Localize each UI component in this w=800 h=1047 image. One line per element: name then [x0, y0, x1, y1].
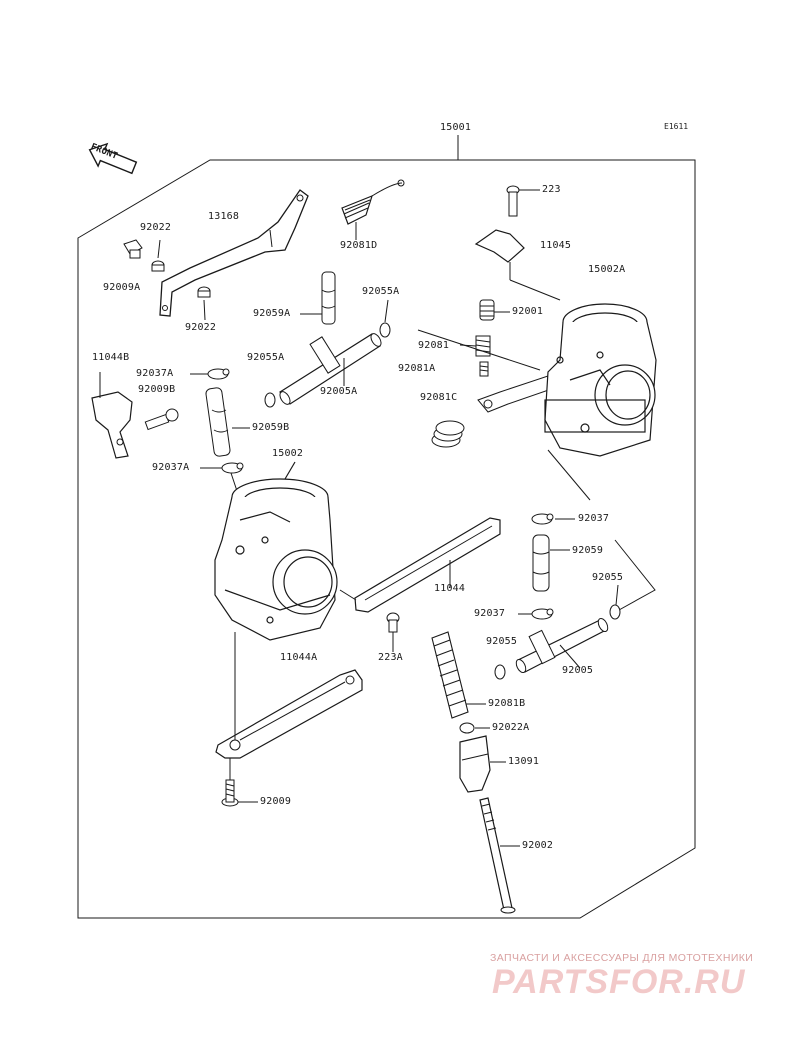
plate-11044A	[215, 632, 363, 759]
fitting-92005	[515, 617, 609, 674]
screw-92009A	[123, 239, 143, 259]
label-92055-right: 92055	[592, 572, 624, 583]
label-11045: 11045	[540, 240, 572, 251]
oring-92055A-top	[379, 322, 391, 338]
label-92002: 92002	[522, 840, 554, 851]
tube-92059A	[300, 271, 336, 325]
tube-92059	[532, 534, 570, 592]
rod-92002	[479, 797, 520, 914]
tube-92059B	[205, 387, 250, 457]
screw-92009B	[144, 408, 179, 431]
label-92005A: 92005A	[320, 386, 358, 397]
label-92059: 92059	[572, 545, 604, 556]
spring-92081A	[479, 361, 489, 377]
label-92009A: 92009A	[103, 282, 141, 293]
label-92022-top: 92022	[140, 222, 172, 233]
label-92037-top: 92037	[578, 513, 610, 524]
collar-92022-bot	[197, 286, 211, 298]
oring-92055A	[264, 392, 276, 408]
label-92009: 92009	[260, 796, 292, 807]
label-92009B: 92009B	[138, 384, 176, 395]
oring-92055-left	[494, 664, 506, 680]
screw-223A	[386, 612, 400, 652]
label-92055-left: 92055	[486, 636, 518, 647]
label-223: 223	[542, 184, 561, 195]
label-11044: 11044	[434, 583, 466, 594]
label-92081C: 92081C	[420, 392, 458, 403]
plate-11044	[339, 517, 501, 613]
spring-92081	[475, 335, 491, 357]
spring-92081D	[341, 179, 405, 240]
label-92022A: 92022A	[492, 722, 530, 733]
holder-13091	[459, 735, 506, 793]
oring-92055-right	[609, 604, 621, 620]
clamp-92037-top	[531, 513, 575, 525]
bracket-11045	[474, 229, 561, 301]
carburetor-15002A	[544, 303, 657, 457]
label-13091: 13091	[508, 756, 540, 767]
clamp-92037A-bot	[221, 462, 244, 474]
label-92037-bot: 92037	[474, 608, 506, 619]
label-92081D: 92081D	[340, 240, 378, 251]
label-13168: 13168	[208, 211, 240, 222]
label-92001: 92001	[512, 306, 544, 317]
screw-223	[506, 185, 540, 217]
screw-92001	[479, 299, 510, 321]
front-arrow-icon	[88, 142, 138, 175]
bolt-92009	[221, 758, 258, 807]
bracket-11044B	[91, 372, 133, 459]
label-92081A: 92081A	[398, 363, 436, 374]
label-92005: 92005	[562, 665, 594, 676]
washer-92022A	[459, 722, 490, 734]
label-92037A-bot: 92037A	[152, 462, 190, 473]
label-92059B: 92059B	[252, 422, 290, 433]
label-92022-bot: 92022	[185, 322, 217, 333]
watermark-logo: PARTSFOR.RU	[492, 963, 746, 1001]
label-92081B: 92081B	[488, 698, 526, 709]
spring-92081B	[431, 631, 486, 719]
label-92037A-top: 92037A	[136, 368, 174, 379]
clamp-92037-bot	[518, 608, 554, 620]
clamp-92037A-top	[207, 368, 230, 380]
label-92055A-top: 92055A	[362, 286, 400, 297]
collar-92022-top	[151, 260, 165, 272]
coil-spring	[431, 420, 465, 448]
label-15002A: 15002A	[588, 264, 626, 275]
label-92059A: 92059A	[253, 308, 291, 319]
label-92055A: 92055A	[247, 352, 285, 363]
bracket-13168	[159, 189, 309, 317]
watermark-tagline: ЗАПЧАСТИ И АКСЕССУАРЫ ДЛЯ МОТОТЕХНИКИ	[490, 952, 754, 964]
label-92081: 92081	[418, 340, 450, 351]
carburetor-15002	[214, 461, 338, 641]
label-15001: 15001	[440, 122, 472, 133]
fitting-92005A	[279, 333, 382, 405]
label-11044B: 11044B	[92, 352, 130, 363]
figure-ref-code: E1611	[664, 122, 689, 131]
assembly-frame	[77, 159, 696, 919]
label-11044A: 11044A	[280, 652, 318, 663]
label-15002: 15002	[272, 448, 304, 459]
label-223A: 223A	[378, 652, 403, 663]
